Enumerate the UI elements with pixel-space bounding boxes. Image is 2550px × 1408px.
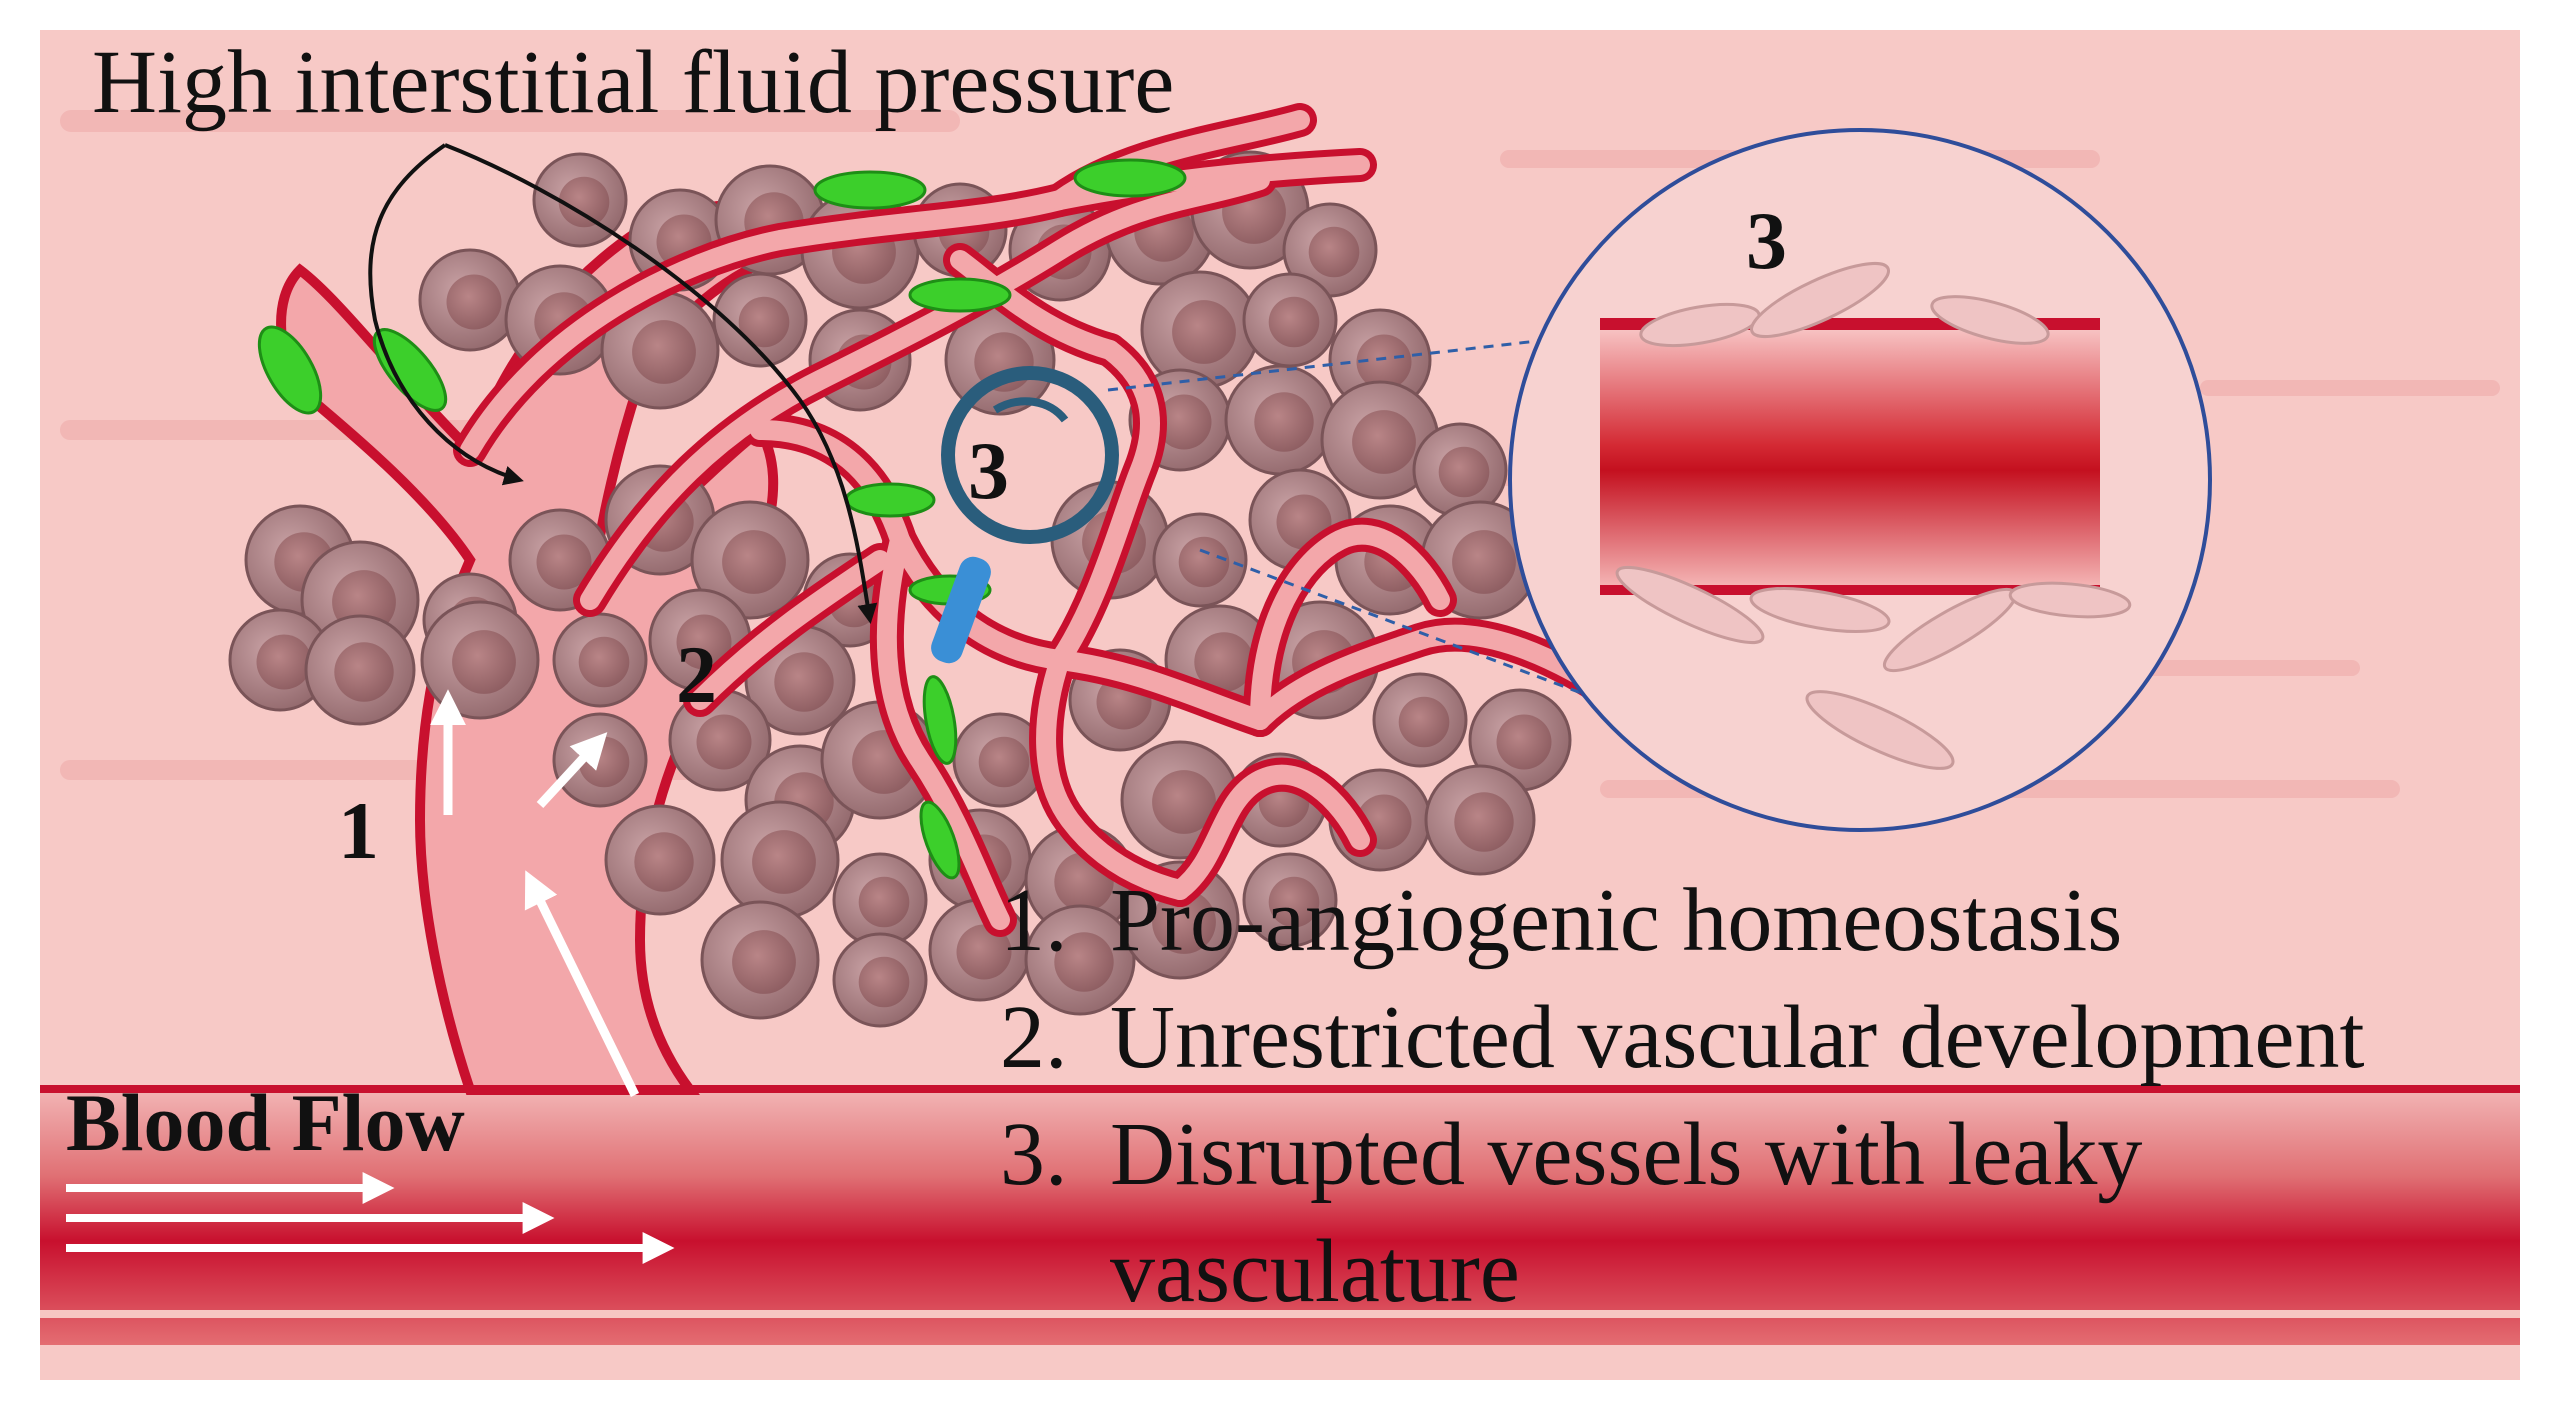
tumor-cell-nucleus	[722, 530, 786, 594]
fibroblast-cells	[257, 158, 1187, 880]
tumor-cell-nucleus	[1268, 876, 1320, 928]
legend-number: 2.	[1000, 988, 1068, 1087]
tumor-cell-nucleus	[752, 830, 816, 894]
tumor-cell-nucleus	[578, 636, 630, 688]
main-flow-arrows	[66, 1172, 675, 1264]
legend-number: 1.	[1000, 871, 1068, 970]
pericyte-cells	[1615, 261, 2132, 770]
tumor-cell-nucleus	[738, 296, 790, 348]
zoom-inset	[1508, 128, 2212, 832]
tumor-cell-nucleus	[1438, 446, 1490, 498]
tumor-cell-nucleus	[956, 924, 1012, 980]
tumor-cell-nucleus	[1268, 296, 1320, 348]
tumor-cell-nucleus	[452, 630, 516, 694]
tumor-cell-nucleus	[1454, 792, 1514, 852]
tumor-cell-nucleus	[1178, 536, 1230, 588]
tumor-cell-nucleus	[334, 642, 394, 702]
tumor-cell-nucleus	[536, 534, 592, 590]
tumor-cell-nucleus	[1352, 410, 1416, 474]
tumor-cell-nucleus	[1254, 392, 1314, 452]
diagram-title: High interstitial fluid pressure	[92, 33, 1175, 132]
tumor-cell-nucleus	[1194, 632, 1254, 692]
tumor-cell-nucleus	[858, 876, 910, 928]
tumor-cell-nucleus	[1308, 226, 1360, 278]
tumor-cell-nucleus	[558, 176, 610, 228]
legend-number: 3.	[1000, 1105, 1068, 1204]
tumor-cell-nucleus	[632, 320, 696, 384]
tumor-cell-nucleus	[978, 736, 1030, 788]
tumor-cell-nucleus	[676, 614, 732, 670]
tumor-cell-nucleus	[446, 274, 502, 330]
legend-item: 3. Disrupted vessels with leaky vasculat…	[1000, 1096, 2550, 1330]
tumor-cell-nucleus	[256, 634, 312, 690]
tumor-cell-nucleus	[774, 652, 834, 712]
tumor-cell-nucleus	[578, 736, 630, 788]
tumor-cell-nucleus	[1156, 394, 1212, 450]
tumor-cell-nucleus	[1398, 696, 1450, 748]
legend-item: 1. Pro-angiogenic homeostasis	[1000, 862, 2550, 979]
magnifier-circle	[941, 366, 1119, 544]
blood-flow-label: Blood Flow	[66, 1077, 465, 1168]
legend-text: Pro-angiogenic homeostasis	[1110, 871, 2123, 970]
tumor-cell-nucleus	[1452, 530, 1516, 594]
legend: 1. Pro-angiogenic homeostasis 2. Unrestr…	[1000, 862, 2550, 1330]
zoom-vessel-segment	[1600, 330, 2100, 585]
pressure-arrows	[368, 143, 878, 624]
legend-item: 2. Unrestricted vascular development	[1000, 979, 2550, 1096]
tumor-cell-nucleus	[1496, 714, 1552, 770]
zoom-lines	[1107, 333, 1601, 702]
parent-flow-arrows	[430, 689, 640, 1097]
legend-text: Disrupted vessels with leaky vasculature	[1110, 1105, 2143, 1321]
tumor-cell-nucleus	[696, 714, 752, 770]
legend-text: Unrestricted vascular development	[1110, 988, 2365, 1087]
tumor-cell-nucleus	[858, 956, 910, 1008]
probe-marker	[931, 556, 991, 664]
tumor-cell-nucleus	[634, 832, 694, 892]
tumor-cell-nucleus	[1172, 300, 1236, 364]
tumor-cell-nucleus	[1152, 890, 1216, 954]
stage-label-2: 2	[676, 629, 717, 720]
stage-label-3-magnifier: 3	[968, 425, 1009, 516]
stage-label-3-inset: 3	[1746, 195, 1787, 286]
magnifier-glint	[992, 397, 1069, 423]
tumor-cell-nucleus	[1356, 334, 1412, 390]
tumor-cell-nucleus	[732, 930, 796, 994]
tumor-cell-nucleus	[1054, 932, 1114, 992]
stage-label-1: 1	[338, 785, 379, 876]
tumor-cell-nucleus	[1152, 770, 1216, 834]
